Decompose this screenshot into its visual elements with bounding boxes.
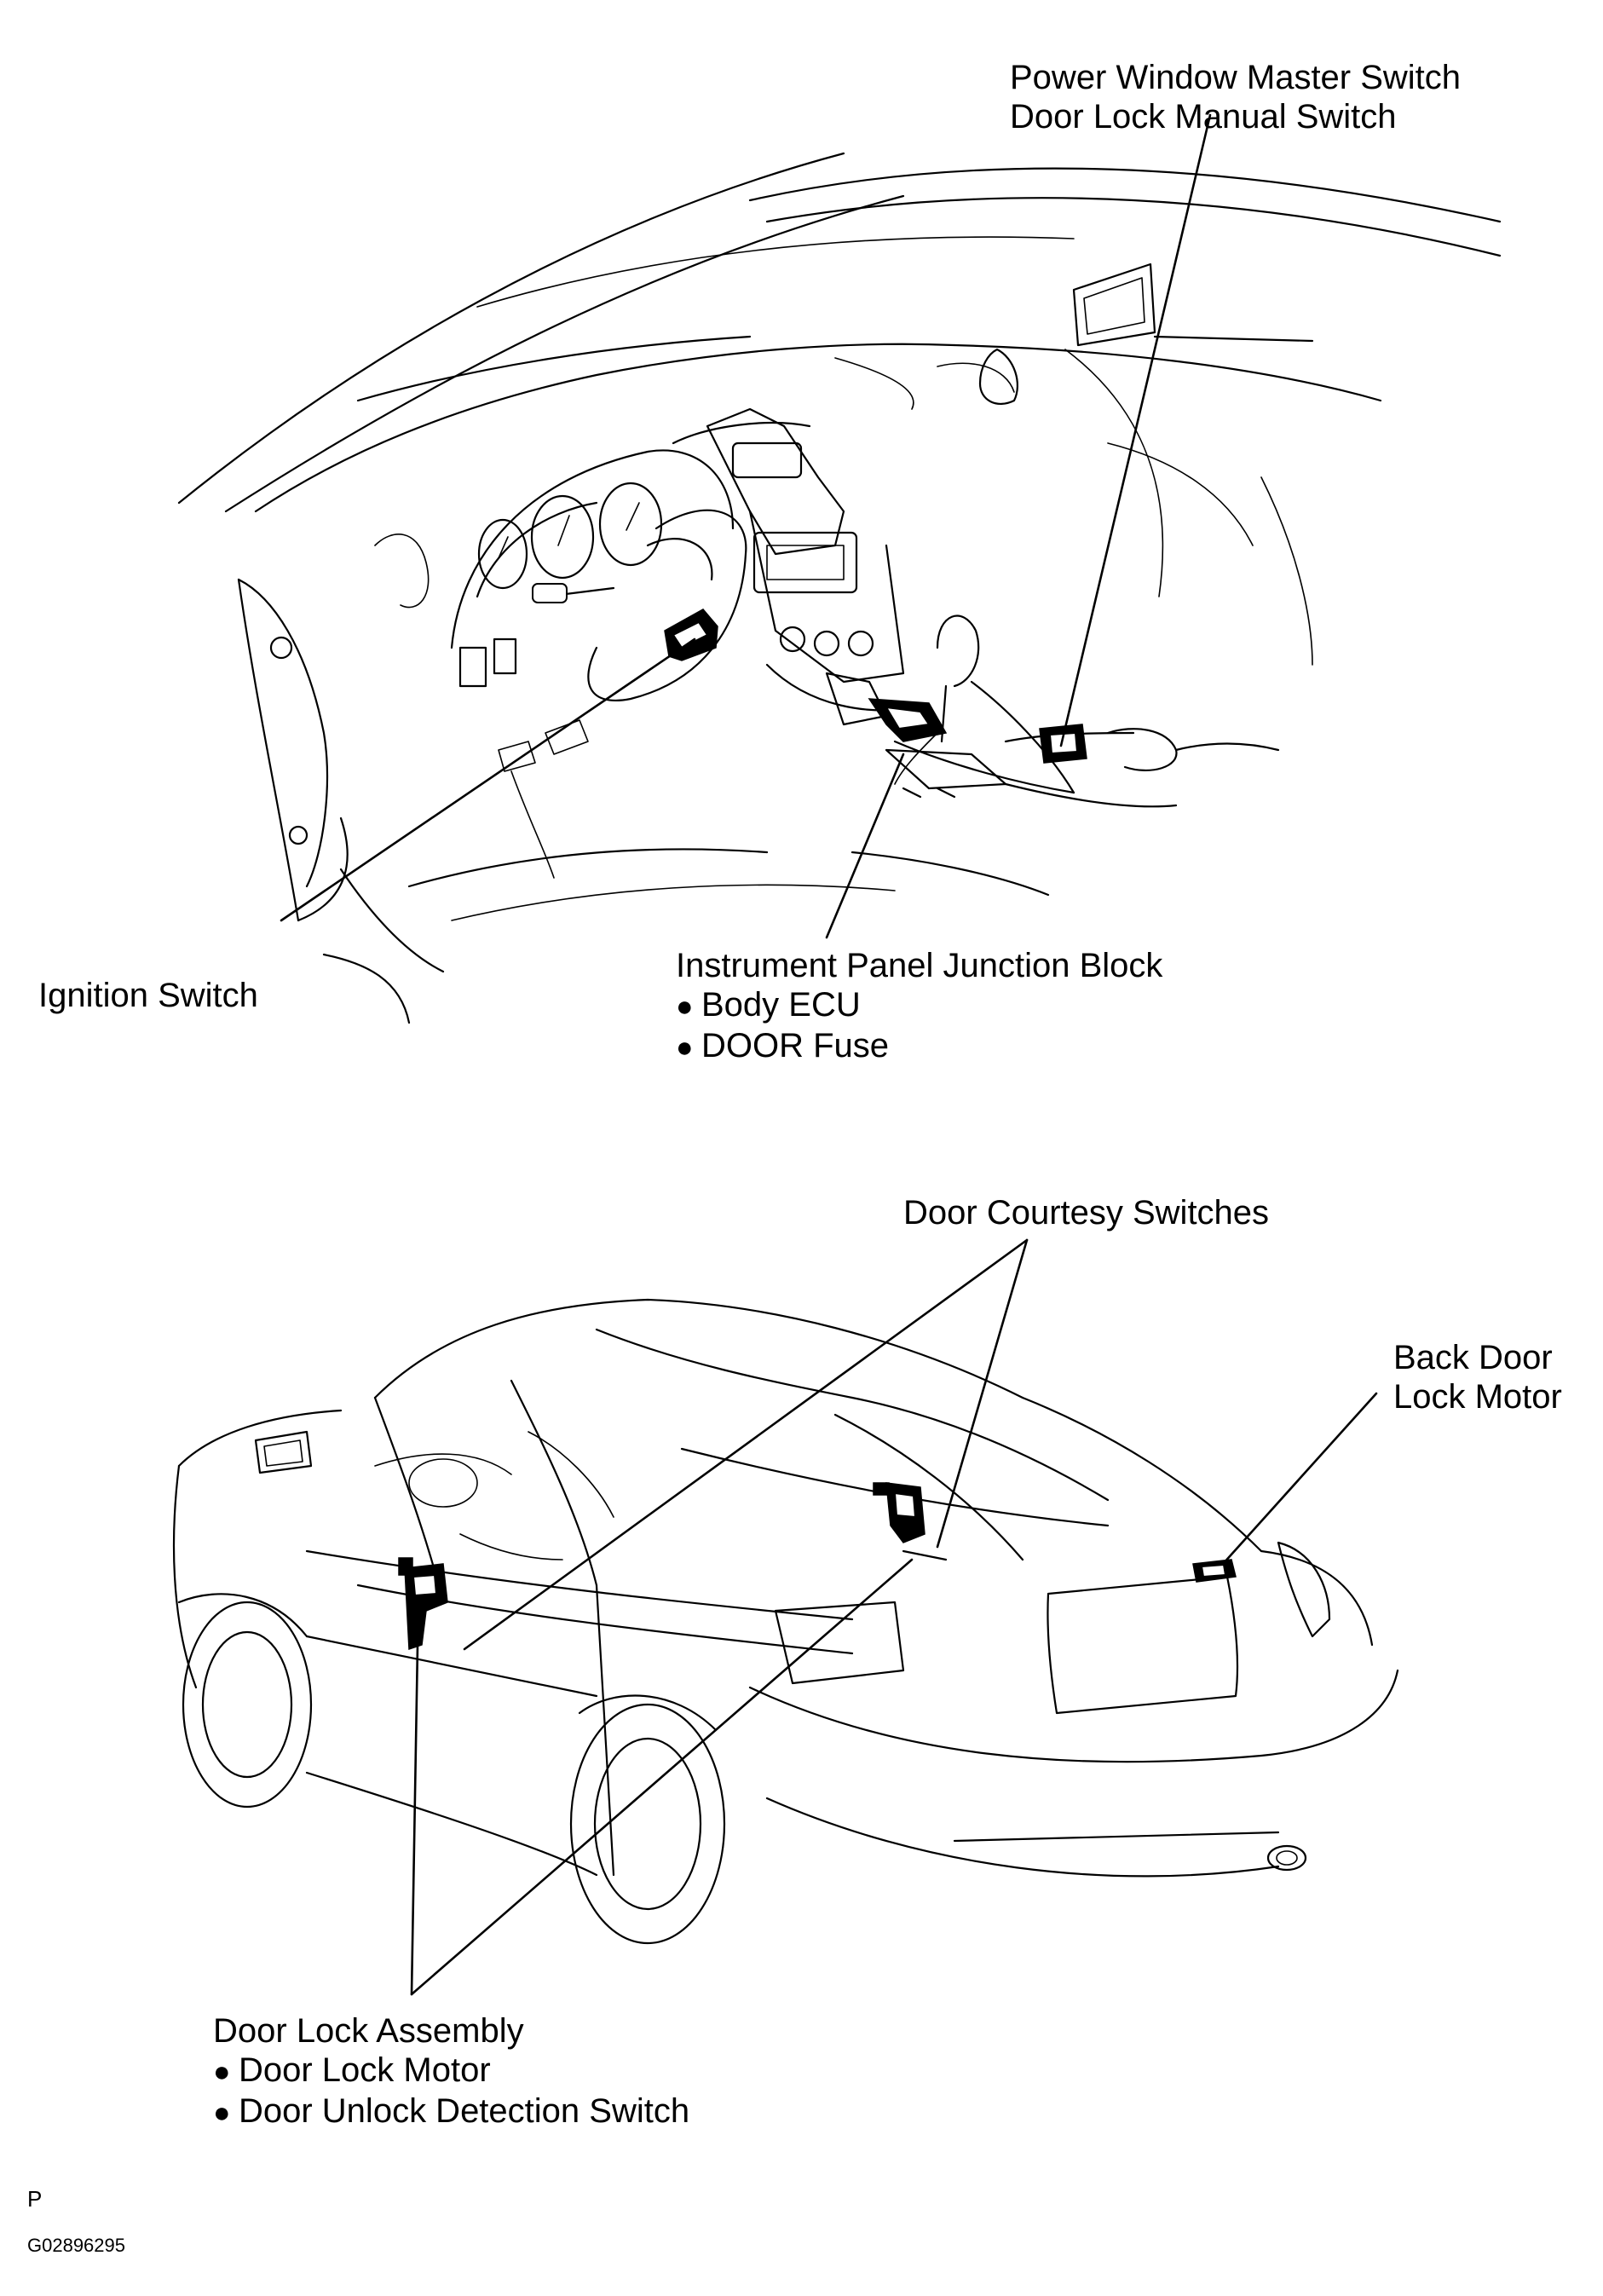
label-body-ecu: Body ECU: [676, 985, 1162, 1026]
footer-code-letter: P: [27, 2186, 43, 2212]
label-instrument-panel-junction-block-group: Instrument Panel Junction Block Body ECU…: [676, 946, 1162, 1067]
label-door-lock-assembly: Door Lock Assembly: [213, 2012, 524, 2050]
label-back-door-lock-motor-group: Back Door Lock Motor: [1393, 1338, 1562, 1416]
footer-figure-id: G02896295: [27, 2235, 125, 2256]
label-instrument-panel-junction-block: Instrument Panel Junction Block: [676, 947, 1163, 984]
label-door-unlock-detection-switch: Door Unlock Detection Switch: [213, 2091, 689, 2132]
dashboard-interior-drawing: [177, 113, 1502, 1024]
label-power-window-master-switch-group: Power Window Master Switch Door Lock Man…: [1010, 58, 1461, 136]
label-ignition-switch: Ignition Switch: [38, 977, 258, 1014]
car-exterior-drawing: [172, 1238, 1399, 1996]
label-door-lock-motor: Door Lock Motor: [213, 2051, 689, 2091]
door-lock-assembly-part: [398, 1557, 448, 1651]
label-power-window-master-switch: Power Window Master Switch: [1010, 59, 1462, 96]
label-back-door-lock-motor-line2: Lock Motor: [1393, 1378, 1562, 1416]
rear-door-lock-part: [873, 1482, 948, 1561]
label-door-lock-manual-switch: Door Lock Manual Switch: [1010, 98, 1397, 136]
power-window-master-switch-part: [1039, 724, 1087, 764]
ignition-switch-part: [664, 609, 718, 661]
label-door-fuse: DOOR Fuse: [676, 1026, 1162, 1067]
label-door-courtesy-switches: Door Courtesy Switches: [903, 1194, 1270, 1232]
back-door-lock-motor-part: [1192, 1559, 1237, 1583]
label-back-door-lock-motor-line1: Back Door: [1393, 1339, 1553, 1376]
junction-block-part: [825, 672, 1007, 799]
label-door-lock-assembly-group: Door Lock Assembly Door Lock Motor Door …: [213, 2011, 689, 2132]
